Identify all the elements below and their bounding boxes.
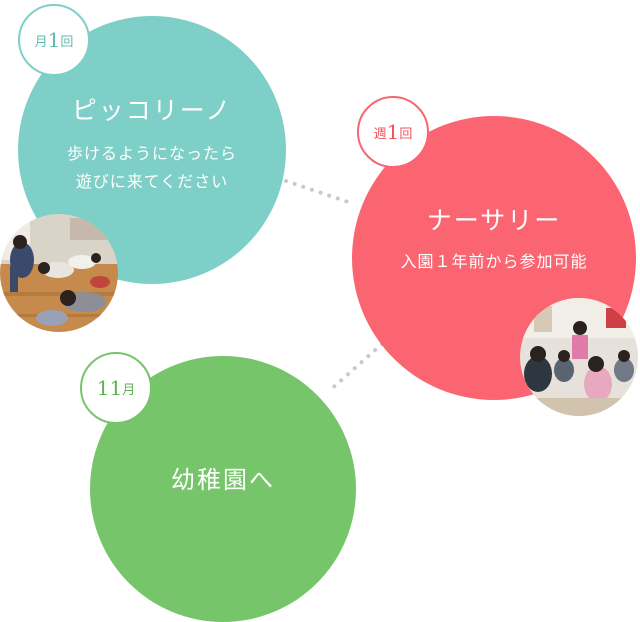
step-title: ピッコリーノ — [71, 96, 233, 125]
step-subtitle-line: 入園１年前から参加可能 — [400, 252, 588, 271]
badge-number: 1 — [47, 28, 61, 52]
connector-step1-step2 — [284, 179, 356, 206]
badge-unit: 週 — [373, 126, 387, 142]
badge-unit: 回 — [399, 126, 413, 142]
step-title: 幼稚園へ — [171, 466, 275, 494]
badge-number: 11 — [96, 376, 123, 400]
badge-unit: 月 — [122, 382, 136, 398]
badge-unit: 回 — [60, 34, 74, 50]
step-subtitle: 入園１年前から参加可能 — [352, 248, 636, 276]
badge-unit: 月 — [34, 34, 48, 50]
connector-step2-step3 — [326, 342, 384, 394]
step-subtitle-line: 歩けるようになったら — [66, 144, 237, 163]
step-title: ナーサリー — [426, 206, 562, 235]
step-subtitle-line: 遊びに来てください — [75, 172, 229, 191]
classroom-children-photo — [520, 298, 638, 416]
badge-number: 1 — [386, 120, 400, 144]
children-exercising-photo — [0, 214, 118, 332]
step-subtitle: 歩けるようになったら 遊びに来てください — [18, 140, 286, 196]
